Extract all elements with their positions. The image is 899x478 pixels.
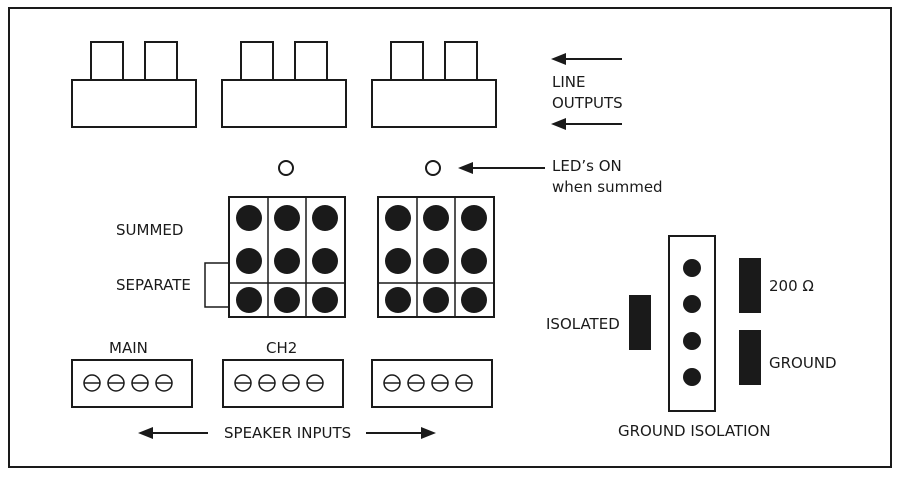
terminal-screws: [83, 374, 473, 392]
ground-isolation-label: GROUND ISOLATION: [618, 422, 771, 440]
outer-frame: [8, 7, 892, 468]
line-outputs-arrow-top: [551, 53, 622, 65]
jumper-pin-b2-r1-c3: [461, 205, 487, 231]
jumper-pin-b1-r1-c3: [312, 205, 338, 231]
leds-label-1: LED’s ON: [552, 157, 622, 175]
jumper-pin-b2-r2-c1: [385, 248, 411, 274]
isolated-label: ISOLATED: [546, 315, 620, 333]
jumper-pin-b2-r3-c1: [385, 287, 411, 313]
jumper-pin-b2-r2-c2: [423, 248, 449, 274]
ch2-label: CH2: [266, 339, 297, 357]
separate-label: SEPARATE: [116, 276, 191, 294]
speaker-inputs-label: SPEAKER INPUTS: [224, 424, 351, 442]
jumper-pin-b2-r2-c3: [461, 248, 487, 274]
ground-pin-2: [683, 295, 701, 313]
line-outputs-label-2: OUTPUTS: [552, 94, 623, 112]
line-output-connector-3: [371, 41, 497, 128]
ground-pin-1: [683, 259, 701, 277]
ground-label: GROUND: [769, 354, 837, 372]
jumper-pins-block-1: [236, 205, 338, 313]
leds-arrow: [458, 162, 545, 174]
speaker-inputs-arrow-right: [366, 427, 436, 439]
jumper-pin-b1-r3-c2: [274, 287, 300, 313]
jumper-pins-block-2: [385, 205, 487, 313]
ground-pin-4: [683, 368, 701, 386]
jumper-pin-b2-r3-c2: [423, 287, 449, 313]
main-label: MAIN: [109, 339, 148, 357]
line-output-connector-1: [71, 41, 197, 128]
led-indicator-1: [278, 160, 294, 176]
ohm-jumper: [739, 258, 761, 313]
jumper-pin-b2-r3-c3: [461, 287, 487, 313]
ohm-label: 200 Ω: [769, 277, 814, 295]
leds-label-2: when summed: [552, 178, 663, 196]
separate-bracket: [204, 262, 229, 308]
isolated-jumper: [629, 295, 651, 350]
jumper-pin-b1-r1-c1: [236, 205, 262, 231]
line-outputs-arrow-bottom: [551, 118, 622, 130]
jumper-pin-b1-r2-c3: [312, 248, 338, 274]
jumper-pin-b1-r3-c3: [312, 287, 338, 313]
ground-pin-3: [683, 332, 701, 350]
jumper-pin-b1-r2-c2: [274, 248, 300, 274]
summed-label: SUMMED: [116, 221, 183, 239]
line-output-connector-2: [221, 41, 347, 128]
ground-jumper: [739, 330, 761, 385]
jumper-pin-b1-r2-c1: [236, 248, 262, 274]
line-outputs-label-1: LINE: [552, 73, 585, 91]
jumper-pin-b2-r1-c1: [385, 205, 411, 231]
jumper-pin-b2-r1-c2: [423, 205, 449, 231]
led-indicator-2: [425, 160, 441, 176]
jumper-pin-b1-r3-c1: [236, 287, 262, 313]
jumper-pin-b1-r1-c2: [274, 205, 300, 231]
speaker-inputs-arrow-left: [138, 427, 208, 439]
